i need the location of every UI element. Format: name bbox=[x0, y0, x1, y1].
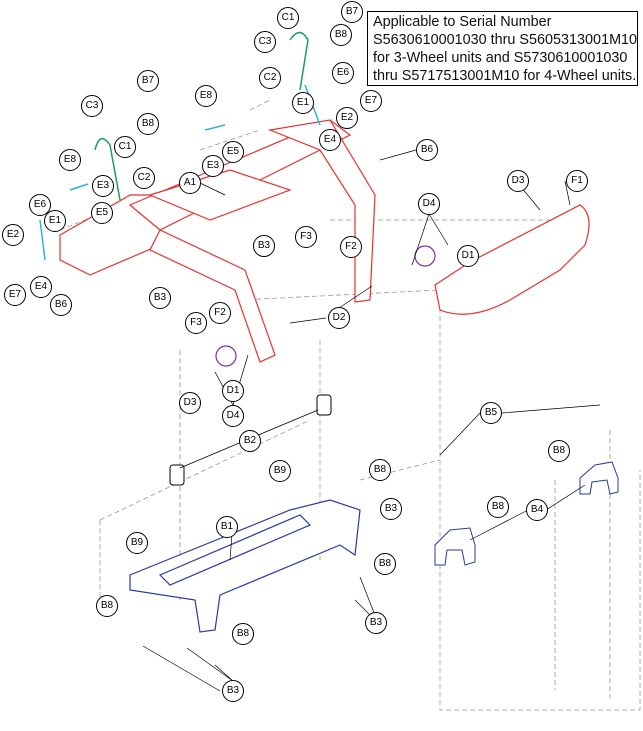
callout-d4[interactable]: D4 bbox=[418, 193, 440, 215]
callout-d3[interactable]: D3 bbox=[179, 392, 201, 414]
brackets-b4 bbox=[434, 461, 619, 566]
callout-b8[interactable]: B8 bbox=[487, 496, 509, 518]
callout-e8[interactable]: E8 bbox=[59, 149, 81, 171]
callout-b8[interactable]: B8 bbox=[548, 440, 570, 462]
base-frame-b1 bbox=[129, 499, 361, 633]
callout-b3[interactable]: B3 bbox=[253, 235, 275, 257]
callout-c3[interactable]: C3 bbox=[254, 31, 276, 53]
pulleys-d1 bbox=[215, 245, 436, 367]
callout-b4[interactable]: B4 bbox=[526, 499, 548, 521]
callout-b1[interactable]: B1 bbox=[216, 516, 238, 538]
callout-f3[interactable]: F3 bbox=[185, 312, 207, 334]
callout-e5[interactable]: E5 bbox=[222, 141, 244, 163]
callout-b7[interactable]: B7 bbox=[341, 1, 363, 23]
callout-e4[interactable]: E4 bbox=[30, 276, 52, 298]
callout-a1[interactable]: A1 bbox=[179, 172, 201, 194]
callout-c1[interactable]: C1 bbox=[277, 7, 299, 29]
callout-e2[interactable]: E2 bbox=[2, 224, 24, 246]
callout-e3[interactable]: E3 bbox=[92, 175, 114, 197]
serial-number-note: Applicable to Serial Number S56306100010… bbox=[367, 11, 638, 86]
callout-b8[interactable]: B8 bbox=[369, 459, 391, 481]
callout-d4[interactable]: D4 bbox=[222, 405, 244, 427]
callout-f2[interactable]: F2 bbox=[340, 236, 362, 258]
callout-b9[interactable]: B9 bbox=[269, 460, 291, 482]
callout-e4[interactable]: E4 bbox=[319, 129, 341, 151]
callout-d3[interactable]: D3 bbox=[507, 170, 529, 192]
callout-b8[interactable]: B8 bbox=[232, 623, 254, 645]
callout-e7[interactable]: E7 bbox=[4, 284, 26, 306]
callout-d1[interactable]: D1 bbox=[457, 245, 479, 267]
callout-d2[interactable]: D2 bbox=[328, 307, 350, 329]
note-line: thru S5717513001M10 for 4-Wheel units. bbox=[373, 68, 637, 84]
seat-frame-a1 bbox=[59, 119, 376, 363]
callout-b3[interactable]: B3 bbox=[222, 680, 244, 702]
callout-f3[interactable]: F3 bbox=[295, 226, 317, 248]
callout-b6[interactable]: B6 bbox=[416, 139, 438, 161]
callout-b6[interactable]: B6 bbox=[50, 294, 72, 316]
callout-b8[interactable]: B8 bbox=[374, 553, 396, 575]
note-line: S5630610001030 thru S5605313001M10 bbox=[373, 32, 638, 48]
callout-b3[interactable]: B3 bbox=[149, 287, 171, 309]
callout-b7[interactable]: B7 bbox=[137, 70, 159, 92]
callout-e7[interactable]: E7 bbox=[360, 90, 382, 112]
callout-b3[interactable]: B3 bbox=[365, 612, 387, 634]
callout-e2[interactable]: E2 bbox=[336, 107, 358, 129]
callout-f2[interactable]: F2 bbox=[209, 302, 231, 324]
callout-e3[interactable]: E3 bbox=[202, 155, 224, 177]
note-line: for 3-Wheel units and S5730610001030 bbox=[373, 50, 628, 66]
callout-f1[interactable]: F1 bbox=[566, 170, 588, 192]
callout-b8[interactable]: B8 bbox=[137, 113, 159, 135]
callout-b5[interactable]: B5 bbox=[480, 402, 502, 424]
callout-c3[interactable]: C3 bbox=[81, 95, 103, 117]
callout-b2[interactable]: B2 bbox=[239, 430, 261, 452]
callout-e8[interactable]: E8 bbox=[195, 85, 217, 107]
callout-e1[interactable]: E1 bbox=[292, 92, 314, 114]
callout-c1[interactable]: C1 bbox=[114, 136, 136, 158]
callout-e5[interactable]: E5 bbox=[91, 202, 113, 224]
callout-d1[interactable]: D1 bbox=[222, 380, 244, 402]
callout-c2[interactable]: C2 bbox=[133, 167, 155, 189]
callout-e1[interactable]: E1 bbox=[44, 210, 66, 232]
note-line: Applicable to Serial Number bbox=[373, 14, 552, 30]
callout-b3[interactable]: B3 bbox=[380, 498, 402, 520]
callout-b8[interactable]: B8 bbox=[96, 595, 118, 617]
callout-b8[interactable]: B8 bbox=[330, 24, 352, 46]
spacers-b2 bbox=[169, 394, 332, 486]
callout-e6[interactable]: E6 bbox=[332, 62, 354, 84]
callout-e6[interactable]: E6 bbox=[29, 194, 51, 216]
callout-b9[interactable]: B9 bbox=[126, 532, 148, 554]
front-shroud-f1 bbox=[434, 204, 590, 315]
callout-c2[interactable]: C2 bbox=[259, 67, 281, 89]
clips-c bbox=[94, 31, 309, 201]
